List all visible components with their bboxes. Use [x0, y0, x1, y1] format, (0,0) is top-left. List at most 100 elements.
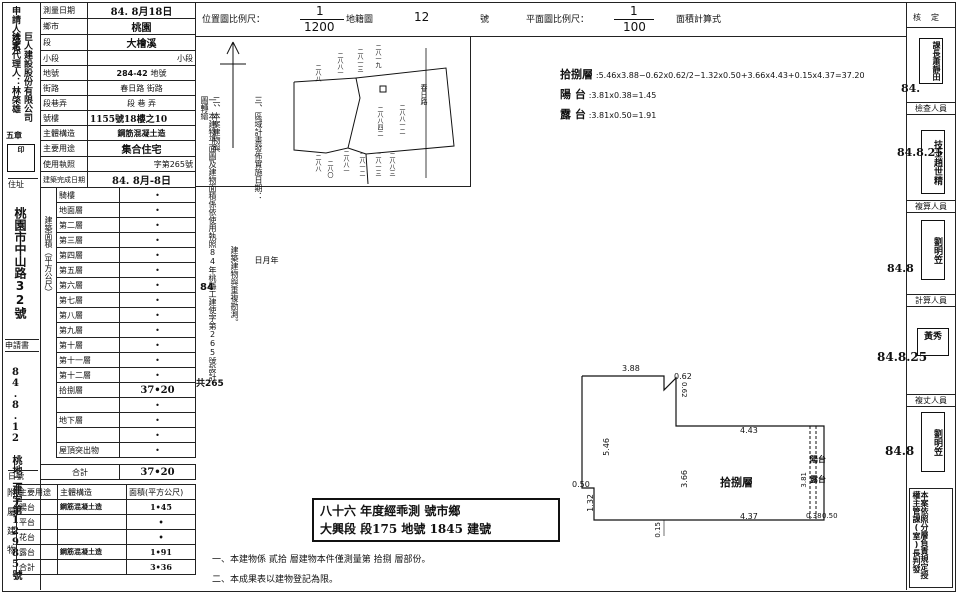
floors-total-value: 37•20	[119, 464, 196, 480]
floor-area: •	[119, 307, 196, 323]
floor-row: 第十二層•	[56, 367, 196, 383]
calc-line-3-formula: :3.81x0.50=1.91	[588, 111, 657, 120]
site-label: 二八一九	[374, 44, 381, 68]
floor-label: 第十二層	[56, 367, 120, 383]
road: 春日路 街路	[87, 80, 196, 96]
annex-row: 花台 •	[16, 529, 196, 545]
dim-label: 3.88	[622, 364, 640, 373]
annex-total-spacer	[57, 559, 127, 575]
site-label: 二八八一二	[398, 104, 405, 134]
annex-total-value: 3•36	[126, 559, 196, 575]
floor-area: •	[119, 217, 196, 233]
floor-row: 地面層•	[56, 202, 196, 218]
reviewer-label: 複算人員	[907, 200, 955, 213]
calc-line-1: 拾捌層 :5.46x3.88−0.62x0.62/2−1.32x0.50+3.6…	[560, 66, 865, 82]
floor-area: •	[119, 352, 196, 368]
surveyor-label: 複丈人員	[907, 394, 955, 407]
calc-label: 計算人員	[907, 294, 955, 307]
floor-area: •	[119, 292, 196, 308]
annex-struct: 鋼筋混凝土造	[57, 499, 127, 515]
road-label: 街路	[40, 80, 88, 96]
left-side-panel: 申請人姓名 巨人建設股份有限公司 法定代理人：林棨雄 五章 印 住址 桃園市中山…	[2, 2, 41, 590]
road-value: 春日路	[120, 83, 145, 93]
dim-label: 0.15	[654, 522, 662, 538]
annex-use: 露台	[16, 544, 58, 560]
structure-label: 主體構造	[40, 125, 88, 141]
building-marker	[379, 85, 387, 93]
location-scale-label: 位置圖比例尺：	[202, 15, 266, 25]
sheet-label: 地籍圖	[346, 15, 374, 25]
use-label: 主要用途	[40, 140, 88, 157]
check-date-3: 84.8	[887, 262, 914, 275]
floor-plan: 3.88 0.62 0.62 5.46 4.43 3.66 0.50 1.32 …	[560, 360, 890, 540]
annex-area: •	[126, 514, 196, 530]
annex-use: 陽台	[16, 499, 58, 515]
floor-row: 第七層•	[56, 292, 196, 308]
floor-area: •	[119, 397, 196, 413]
floor-area: •	[119, 247, 196, 263]
bottom-note-1-text: 一、本建物係 貳拾 層建物本件僅測量第 拾捌 層部份。	[212, 555, 431, 565]
floor-label: 第八層	[56, 307, 120, 323]
section-label: 段	[40, 34, 88, 51]
survey-date-label: 測量日期	[40, 2, 88, 19]
floor-label	[56, 427, 120, 443]
annex-header-struct: 主體構造	[57, 484, 127, 500]
floor-label: 地下層	[56, 412, 120, 428]
annex-use: 花台	[16, 529, 58, 545]
location-scale-den: 1200	[304, 20, 335, 34]
applicant-label: 申請人姓名	[10, 6, 20, 51]
floors-table: 騎樓• 地面層•第二層•第三層•第四層•第五層•第六層•第七層•第八層•第九層•…	[56, 187, 196, 458]
annex-area: •	[126, 529, 196, 545]
dim-label: 0.50	[572, 480, 590, 489]
dim-label: 0.38	[806, 512, 822, 520]
calc-line-3-label: 露 台	[560, 108, 586, 121]
annex-use: 平台	[16, 514, 58, 530]
floor-row: 第二層•	[56, 217, 196, 233]
permit-label: 使用執照	[40, 156, 88, 172]
sheet-suffix: 號	[480, 15, 490, 25]
inspector-stamp: 技士趙世精	[921, 130, 945, 194]
road-suffix: 街路	[146, 83, 163, 93]
site-label: 二八一三	[356, 48, 363, 72]
floor-label: 第五層	[56, 262, 120, 278]
calc-line-2: 陽 台 :3.81x0.38=1.45	[560, 86, 656, 102]
site-label: 二八八	[314, 154, 321, 172]
site-map-area: 二八八 二八八一 二八一三 二八一九 二八八四二 二八八一二 二八八 二八〇 二…	[196, 36, 471, 187]
floor-label: 屋頂突出物	[56, 442, 120, 458]
floor-label: 第十層	[56, 337, 120, 353]
representative: 法定代理人：林棨雄	[10, 32, 20, 113]
note-1: 一、本建物平面圖及建物面積係依使用執照84年桃縣工建使字第265號設計圖轉繪	[200, 96, 217, 381]
lane: 段 巷 弄	[87, 95, 196, 111]
floor-label: 第九層	[56, 322, 120, 338]
applicant-seal: 印	[7, 144, 35, 172]
dim-label: 5.46	[602, 438, 611, 456]
dim-label: 3.66	[680, 470, 689, 488]
location-scale-num: 1	[316, 4, 324, 18]
subsection-label: 小段	[40, 50, 88, 66]
annex-struct: 鋼筋混凝土造	[57, 544, 127, 560]
dim-label: 1.32	[586, 494, 595, 512]
check-date-4: 84.8.25	[877, 350, 928, 364]
sheet-no: 12	[414, 10, 430, 24]
plan-scale-den: 100	[623, 20, 646, 34]
subsection: 小段	[87, 50, 196, 66]
floors-group-label: 建築面積（平方公尺）	[44, 216, 53, 296]
reviewer-stamp: 劉明笠	[921, 220, 945, 280]
floor-label: 拾捌層	[56, 382, 120, 398]
annex-header-use: 主要用途	[16, 484, 58, 500]
floor-row: 第九層•	[56, 322, 196, 338]
address-label: 住址	[8, 178, 38, 190]
floor-row: 第十層•	[56, 337, 196, 353]
floor-plan-drawing	[581, 375, 825, 536]
floor-area: •	[119, 337, 196, 353]
verify-stamp: 課長蕭靜田	[919, 38, 943, 84]
floor-label	[56, 397, 120, 413]
plan-scale-num: 1	[630, 4, 638, 18]
floor-row: 第五層•	[56, 262, 196, 278]
note-year: 84	[200, 282, 214, 293]
floor-area: •	[119, 262, 196, 278]
number: 1155號18樓之10	[87, 110, 196, 126]
lot-value: 284-42	[116, 68, 148, 78]
